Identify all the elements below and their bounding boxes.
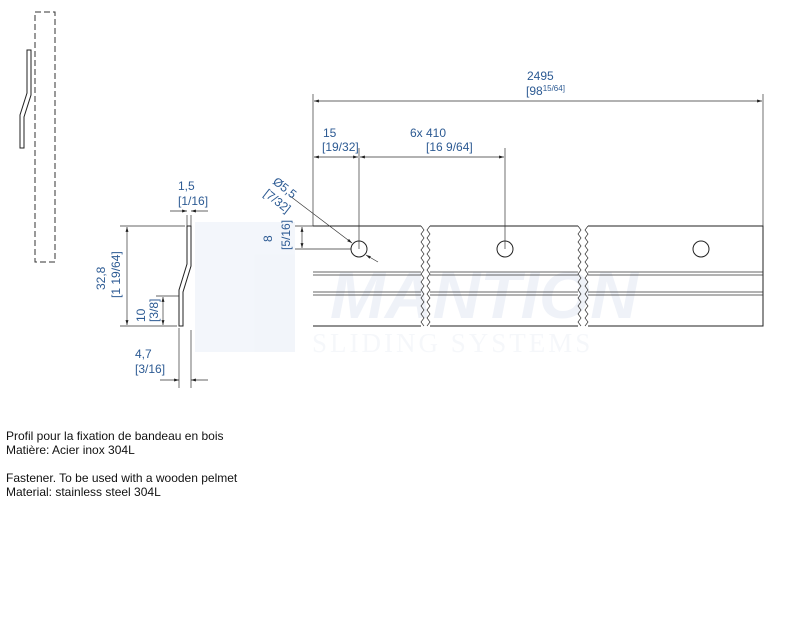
description-fr-title: Profil pour la fixation de bandeau en bo… [6, 429, 224, 443]
description-en-material: Material: stainless steel 304L [6, 485, 161, 499]
dim-pitch-inch: [16 9/64] [426, 140, 473, 154]
description-en: Fastener. To be used with a wooden pelme… [6, 471, 237, 499]
dim-offset-mm: 4,7 [135, 347, 152, 361]
dim-length-inch: [9815/64] [526, 84, 565, 98]
description-fr-material: Matière: Acier inox 304L [6, 443, 135, 457]
dim-height-inch: [1 19/64] [109, 251, 123, 298]
grooves [313, 271, 763, 296]
dim-lower-mm: 10 [134, 308, 148, 322]
watermark-tagline: SLIDING SYSTEMS [312, 328, 593, 358]
dim-hole-height-mm: 8 [261, 235, 275, 242]
dim-first-hole-mm: 15 [323, 126, 337, 140]
dim-thickness-mm: 1,5 [178, 179, 195, 193]
profile-section: 32,8 [1 19/64] 10 [3/8] 1,5 [1/16] 4,7 [… [94, 179, 208, 388]
dim-length-mm: 2495 [527, 69, 554, 83]
dim-pitch-mm: 6x 410 [410, 126, 446, 140]
dim-offset-inch: [3/16] [135, 362, 165, 376]
dim-hole-height-inch: [5/16] [279, 220, 293, 250]
description-en-title: Fastener. To be used with a wooden pelme… [6, 471, 238, 485]
side-view-small [19, 11, 56, 263]
dim-height-mm: 32,8 [94, 266, 108, 290]
front-view: 2495 [9815/64] 15 [19/32] 6x 410 [16 9/6… [261, 69, 764, 327]
dim-lower-inch: [3/8] [147, 299, 161, 322]
mounting-hole [692, 240, 710, 258]
description-fr: Profil pour la fixation de bandeau en bo… [6, 429, 223, 457]
dim-first-hole-inch: [19/32] [322, 140, 359, 154]
dim-thickness-inch: [1/16] [178, 194, 208, 208]
